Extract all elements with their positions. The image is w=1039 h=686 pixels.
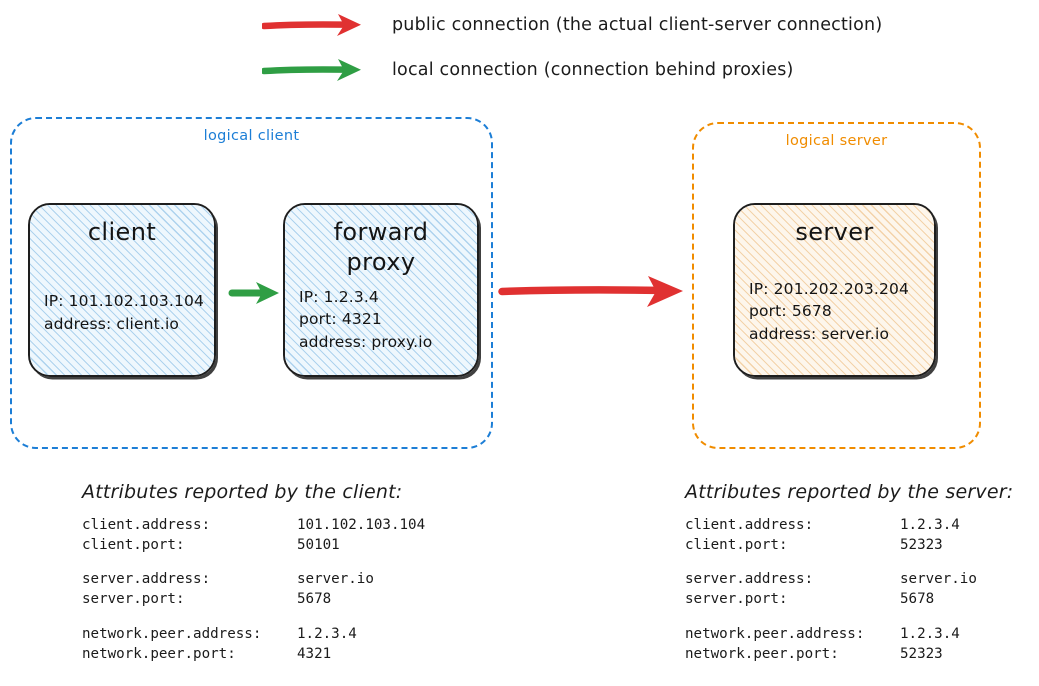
attribute-value: 1.2.3.4 (900, 517, 960, 533)
attribute-row-spacer (82, 555, 425, 569)
red-arrow-icon (262, 14, 361, 36)
legend-label-public: public connection (the actual client-ser… (392, 15, 883, 35)
attribute-key: network.peer.address: (685, 625, 865, 642)
logical-server-label: logical server (785, 133, 888, 149)
attributes-client-block: Attributes reported by the client: clien… (82, 481, 425, 664)
node-forward-proxy-title: forward proxy (299, 217, 463, 277)
node-forward-proxy-title-line2: proxy (346, 248, 416, 276)
attribute-key: server.address: (685, 571, 814, 588)
attribute-row-spacer (685, 610, 977, 624)
node-forward-proxy-prop-port: port: 4321 (299, 310, 382, 329)
connector-local-arrow (228, 282, 279, 304)
legend: public connection (the actual client-ser… (0, 0, 1039, 100)
attribute-row-spacer (685, 555, 977, 569)
attribute-key: client.port: (82, 537, 185, 554)
forward-proxy-hatch-fill (285, 205, 477, 375)
node-forward-proxy-prop-ip: IP: 1.2.3.4 (299, 287, 379, 306)
node-forward-proxy-title-line1: forward (333, 218, 429, 246)
logical-client-group: logical client (10, 117, 493, 449)
attribute-key: network.peer.port: (82, 645, 236, 662)
attribute-value: 1.2.3.4 (297, 625, 357, 642)
attribute-row: server.address: server.io (82, 569, 425, 589)
node-server[interactable]: server IP: 201.202.203.204 port: 5678 ad… (733, 203, 936, 377)
attribute-row: network.peer.port: 52323 (685, 644, 977, 664)
node-forward-proxy-prop-address: address: proxy.io (299, 332, 433, 351)
attribute-key: server.port: (82, 591, 185, 608)
node-client-title: client (87, 218, 157, 246)
attribute-value: 1.2.3.4 (900, 625, 960, 642)
server-hatch-fill (735, 205, 934, 375)
attribute-row: client.port: 52323 (685, 535, 977, 555)
node-server-title: server (795, 218, 874, 246)
attribute-key: server.address: (82, 571, 211, 588)
node-client-properties: IP: 101.102.103.104 address: client.io (44, 290, 205, 335)
attribute-key: server.port: (685, 591, 788, 608)
attributes-server-heading: Attributes reported by the server: (685, 481, 1014, 503)
logical-server-group: logical server (692, 122, 981, 449)
attribute-value: 4321 (297, 645, 332, 662)
node-forward-proxy-properties: IP: 1.2.3.4 port: 4321 address: proxy.io (299, 286, 463, 353)
attribute-value: 52323 (900, 537, 943, 554)
attribute-row: client.port: 50101 (82, 535, 425, 555)
attribute-value: 5678 (900, 591, 935, 608)
attribute-row: network.peer.port: 4321 (82, 644, 425, 664)
attribute-key: network.peer.port: (685, 645, 839, 662)
legend-item-public: public connection (the actual client-ser… (262, 10, 882, 40)
attribute-row: server.port: 5678 (685, 589, 977, 609)
node-client[interactable]: client IP: 101.102.103.104 address: clie… (28, 203, 216, 377)
attributes-client-table: client.address: 101.102.103.104 client.por… (82, 515, 425, 664)
attributes-client-heading: Attributes reported by the client: (82, 481, 403, 503)
attribute-row: client.address: 1.2.3.4 (685, 515, 977, 535)
attribute-row: server.port: 5678 (82, 589, 425, 609)
attribute-value: server.io (297, 571, 374, 588)
attribute-value: 5678 (297, 591, 332, 608)
attribute-row-spacer (82, 610, 425, 624)
logical-client-label: logical client (203, 128, 300, 144)
attribute-key: client.address: (82, 517, 211, 533)
attributes-server-table: client.address: 1.2.3.4 client.port: 52323 s… (685, 515, 977, 664)
green-arrow-icon (262, 59, 361, 81)
attribute-value: server.io (900, 571, 977, 588)
attribute-value: 50101 (297, 537, 340, 554)
attribute-value: 101.102.103.104 (297, 517, 426, 533)
attribute-row: client.address: 101.102.103.104 (82, 515, 425, 535)
node-forward-proxy[interactable]: forward proxy IP: 1.2.3.4 port: 4321 add… (283, 203, 479, 377)
node-server-prop-port: port: 5678 (749, 302, 832, 321)
node-server-prop-ip: IP: 201.202.203.204 (749, 279, 910, 298)
client-hatch-fill (30, 205, 214, 375)
attribute-row: network.peer.address: 1.2.3.4 (685, 624, 977, 644)
node-server-properties: IP: 201.202.203.204 port: 5678 address: … (749, 278, 920, 345)
connector-public-arrow (498, 276, 683, 307)
attribute-key: client.port: (685, 537, 788, 554)
node-client-prop-ip: IP: 101.102.103.104 (44, 292, 205, 311)
legend-label-local: local connection (connection behind prox… (392, 60, 794, 80)
attribute-key: client.address: (685, 517, 814, 533)
attribute-row: network.peer.address: 1.2.3.4 (82, 624, 425, 644)
attributes-server-block: Attributes reported by the server: clien… (685, 481, 1013, 664)
node-server-prop-address: address: server.io (749, 324, 890, 343)
legend-item-local: local connection (connection behind prox… (262, 55, 794, 85)
attribute-key: network.peer.address: (82, 625, 262, 642)
attribute-row: server.address: server.io (685, 569, 977, 589)
attribute-value: 52323 (900, 645, 943, 662)
node-client-prop-address: address: client.io (44, 314, 180, 333)
